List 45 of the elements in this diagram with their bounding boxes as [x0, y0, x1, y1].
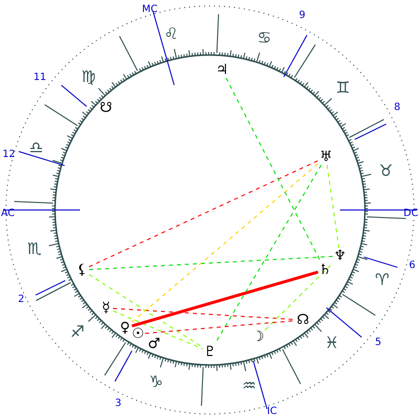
zodiac-sign-glyph: ♏ [27, 240, 42, 257]
zodiac-sign-glyph: ♓ [324, 334, 339, 351]
planet-glyph: ☿ [99, 300, 113, 316]
zodiac-sign-glyph: ♑ [148, 374, 164, 390]
planet-glyph: ♃ [215, 62, 229, 78]
aspect-line [326, 164, 340, 248]
zodiac-sign-glyph: ♒ [242, 378, 256, 394]
house-cusp-label: 8 [394, 103, 400, 113]
planet-glyph: ☽ [251, 329, 265, 345]
planet-glyph: ♀ [118, 320, 132, 336]
planet-glyph: ♇ [203, 344, 217, 360]
zodiac-sign-glyph: ♉ [378, 163, 394, 180]
zodiac-sign-glyph: ♊ [336, 80, 350, 96]
planet-glyph: ♂ [147, 336, 161, 352]
aspect-line [88, 274, 204, 348]
house-cusp-label: 6 [409, 261, 416, 271]
house-cusp-label: 11 [34, 73, 46, 83]
aspect-line [88, 256, 334, 270]
house-cusp-label: IC [267, 407, 277, 417]
house-cusp-label: 3 [115, 399, 122, 409]
aspect-line [132, 270, 318, 328]
aspect-line [264, 262, 334, 331]
house-cusp-label: MC [142, 5, 158, 15]
planet-glyph: ☊ [296, 312, 310, 328]
zodiac-sign-glyph: ♐ [70, 324, 85, 340]
planet-glyph: ♅ [319, 149, 333, 165]
aspect-line [88, 160, 320, 268]
zodiac-sign-glyph: ♎ [29, 140, 44, 156]
house-cusp-label: 12 [2, 150, 16, 160]
zodiac-sign-glyph: ♋ [257, 30, 272, 46]
planet-glyph: ☉ [131, 326, 145, 342]
aspect-line [112, 310, 204, 350]
zodiac-sign-glyph: ♍ [81, 69, 96, 86]
house-cusp-label: 9 [299, 11, 306, 21]
planet-glyph: ⚸ [75, 262, 89, 278]
aspect-line [214, 164, 322, 344]
zodiac-sign-glyph: ♌ [164, 26, 178, 42]
planet-glyph: ☋ [99, 100, 113, 116]
aspect-line [226, 78, 322, 262]
planet-glyph: ♆ [333, 248, 347, 264]
planet-glyph: ♄ [318, 262, 332, 278]
zodiac-sign-glyph: ♈ [375, 272, 390, 288]
house-cusp-label: 2 [18, 295, 24, 305]
house-cusp-label: 5 [375, 338, 382, 348]
aspect-line [132, 162, 320, 323]
